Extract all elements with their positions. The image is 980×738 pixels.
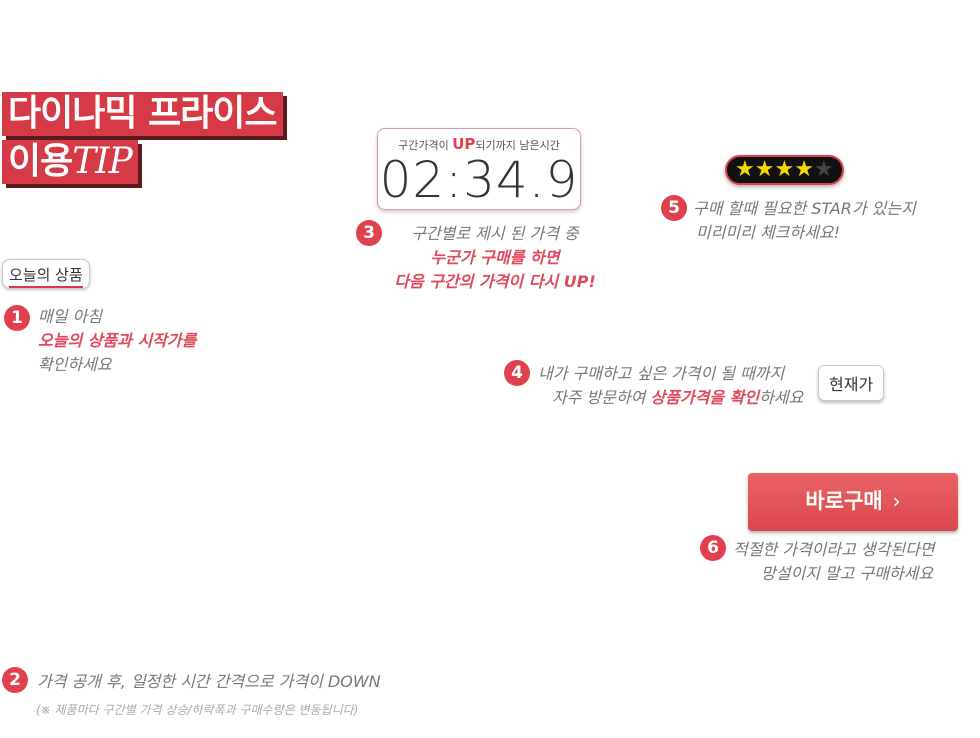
star-icon: ★ xyxy=(754,157,775,182)
timer-value: 02:34.9 xyxy=(379,151,579,209)
tip-6-line-2: 망설이지 말고 구매하세요 xyxy=(761,564,934,583)
tip-5-line-1: 구매 할때 필요한 STAR가 있는지 xyxy=(693,199,916,218)
today-product-tab[interactable]: 오늘의 상품 xyxy=(2,259,90,289)
tip-1-text: 매일 아침 오늘의 상품과 시작가를 확인하세요 xyxy=(38,305,196,377)
current-price-button[interactable]: 현재가 xyxy=(818,365,885,401)
countdown-timer: 구간가격이 UP되기까지 남은시간 02:34.9 xyxy=(377,128,581,210)
tip-4-text: 내가 구매하고 싶은 가격이 될 때까지 자주 방문하여 상품가격을 확인하세요 xyxy=(538,362,818,410)
tip-4-line-2-post: 하세요 xyxy=(759,388,804,407)
tip-6-text: 적절한 가격이라고 생각된다면 망설이지 말고 구매하세요 xyxy=(733,538,973,586)
tip-3-badge: 3 xyxy=(356,220,382,246)
tip-4-line-2-red: 상품가격을 확인 xyxy=(650,388,760,407)
timer-label: 구간가격이 UP되기까지 남은시간 xyxy=(378,135,580,153)
tip-2-note: (※ 제품마다 구간별 가격 상승/하락폭과 구매수량은 변동됩니다) xyxy=(36,703,359,717)
tip-6-line-1: 적절한 가격이라고 생각된다면 xyxy=(733,540,935,559)
title-line-2-prefix: 이용 xyxy=(8,141,73,182)
tip-1-line-3: 확인하세요 xyxy=(38,355,112,374)
title-line-2: 이용TIP xyxy=(2,140,138,184)
buy-now-button[interactable]: 바로구매 › xyxy=(748,473,958,531)
tip-4-line-1: 내가 구매하고 싶은 가격이 될 때까지 xyxy=(538,364,785,383)
tip-6-badge: 6 xyxy=(700,535,726,561)
tip-3-line-3: 다음 구간의 가격이 다시 UP! xyxy=(394,272,596,291)
tip-1-line-2: 오늘의 상품과 시작가를 xyxy=(38,331,197,350)
tip-3-text: 구간별로 제시 된 가격 중 누군가 구매를 하면 다음 구간의 가격이 다시 … xyxy=(380,222,610,294)
tip-1-badge: 1 xyxy=(4,305,30,331)
tip-1-line-1: 매일 아침 xyxy=(38,307,102,326)
tip-5-badge: 5 xyxy=(661,195,687,221)
star-rating: ★★★★★ xyxy=(725,155,844,185)
buy-now-label: 바로구매 xyxy=(805,489,883,513)
chevron-right-icon: › xyxy=(892,489,901,513)
tip-4-badge: 4 xyxy=(504,360,530,386)
promo-title: 다이나믹 프라이스 이용TIP xyxy=(2,92,283,184)
timer-label-up: UP xyxy=(452,135,476,153)
star-icon: ★ xyxy=(794,157,814,182)
today-product-tab-label: 오늘의 상품 xyxy=(9,266,83,288)
timer-label-post: 되기까지 남은시간 xyxy=(475,139,560,152)
tip-2-badge: 2 xyxy=(2,667,28,693)
tip-5-line-2: 미리미리 체크하세요! xyxy=(696,223,840,242)
tip-5-text: 구매 할때 필요한 STAR가 있는지 미리미리 체크하세요! xyxy=(693,197,916,245)
star-icon: ★ xyxy=(735,157,755,182)
tip-4-line-2: 자주 방문하여 상품가격을 확인하세요 xyxy=(538,386,818,410)
star-empty-icon: ★ xyxy=(813,157,834,182)
star-icon: ★ xyxy=(774,157,795,182)
title-line-2-suffix: TIP xyxy=(72,141,132,182)
tip-4-line-2-pre: 자주 방문하여 xyxy=(552,388,651,407)
tip-2-text: 가격 공개 후, 일정한 시간 간격으로 가격이 DOWN xyxy=(37,672,381,691)
title-line-1: 다이나믹 프라이스 xyxy=(2,92,283,136)
tip-3-line-1: 구간별로 제시 된 가격 중 xyxy=(411,224,579,243)
timer-label-pre: 구간가격이 xyxy=(398,139,453,152)
tip-3-line-2: 누군가 구매를 하면 xyxy=(430,248,560,267)
